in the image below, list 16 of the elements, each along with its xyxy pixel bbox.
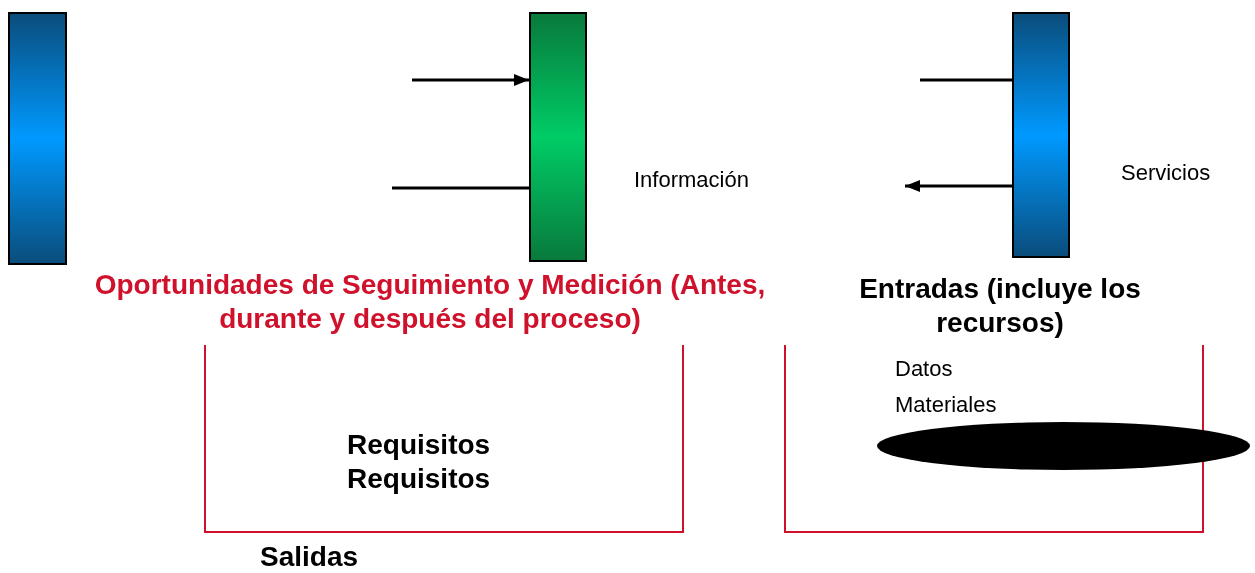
- monitoring-title: Oportunidades de Seguimiento y Medición (Antes, durante y después del proceso): [93, 268, 767, 336]
- data-label: Datos: [895, 355, 953, 383]
- requirements-label: Requisitos: [347, 462, 491, 496]
- arrow: [905, 180, 1012, 192]
- information-label: Información: [634, 166, 749, 194]
- inputs-heading: Entradas (incluye los recursos): [858, 272, 1142, 340]
- connector-line: [920, 78, 1012, 82]
- connector-line: [392, 186, 529, 190]
- outputs-label: Salidas: [260, 540, 359, 573]
- vertical-bar: [8, 12, 67, 265]
- arrow: [412, 74, 529, 86]
- vertical-bar: [1012, 12, 1070, 258]
- vertical-bar: [529, 12, 587, 262]
- materials-label: Materiales: [895, 391, 997, 419]
- services-label: Servicios: [1121, 159, 1211, 187]
- requirements-label: Requisitos: [347, 428, 491, 462]
